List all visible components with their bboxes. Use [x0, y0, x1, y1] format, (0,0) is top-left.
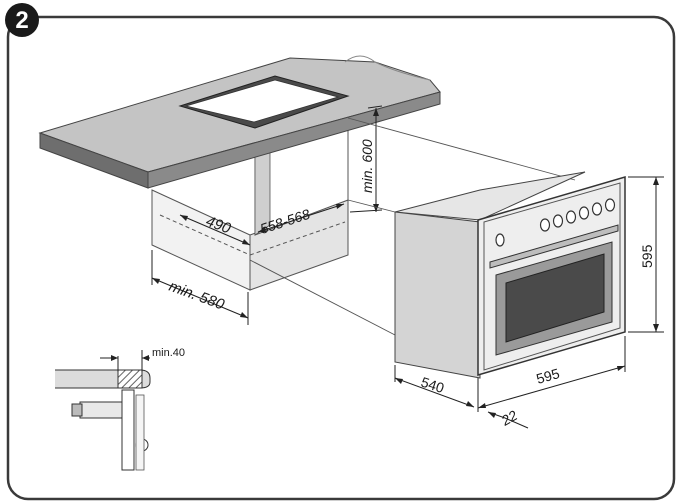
projection-lines: [249, 117, 576, 336]
step-number: 2: [15, 7, 28, 34]
dimension-oven-depth: 540: [394, 365, 475, 408]
label-min-600: min. 600: [359, 139, 375, 193]
dimension-frame-thickness: 22: [487, 407, 529, 429]
oven-control-buttons: [539, 198, 616, 232]
label-min-40: min.40: [152, 347, 185, 359]
label-22: 22: [498, 407, 521, 429]
dimension-oven-width: 595: [477, 336, 626, 412]
worktop-detail-inset: min.40: [55, 347, 185, 471]
oven-knob: [495, 233, 505, 247]
dimension-oven-height: 595: [628, 176, 664, 333]
label-595-width: 595: [534, 365, 561, 387]
oven-door-handle: [489, 224, 619, 269]
oven: [394, 171, 626, 379]
worktop: [38, 55, 441, 189]
dimension-cabinet-height: min. 600: [349, 105, 383, 213]
step-badge: 2: [5, 3, 39, 37]
label-595-height: 595: [639, 244, 655, 268]
label-540: 540: [419, 374, 446, 397]
oven-window: [505, 253, 605, 343]
